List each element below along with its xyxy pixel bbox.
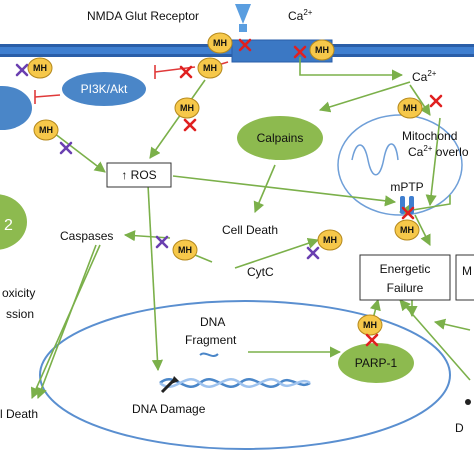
red-x-icon <box>183 118 197 132</box>
glutamate-arrow-icon <box>235 4 251 32</box>
mh-molecule[interactable]: MH <box>197 57 223 79</box>
cell-death-left-label: l Death <box>0 407 38 421</box>
failure-label: Failure <box>387 281 424 295</box>
left-green-node[interactable] <box>0 194 27 250</box>
mh-label: MH <box>178 245 192 255</box>
mh-molecule[interactable]: MH <box>27 57 53 79</box>
purple-x-icon <box>59 141 73 155</box>
mh-label: MH <box>213 38 227 48</box>
red-x-icon <box>238 38 252 52</box>
ros-box[interactable] <box>106 162 172 188</box>
right-bottom-label: D <box>455 421 464 435</box>
cell-death-label: Cell Death <box>222 223 278 237</box>
dna-helix <box>159 352 311 388</box>
cytc-label: CytC <box>247 265 274 279</box>
mh-molecule[interactable]: MH <box>357 314 383 336</box>
excitotoxicity-label: oxicity <box>2 286 35 300</box>
red-x-icon <box>365 333 379 347</box>
mito-label-2: Ca2+ overlo <box>408 144 469 159</box>
energetic-failure-box[interactable] <box>359 254 451 301</box>
mito-label-1: Mitochond <box>402 129 457 143</box>
suppression-label: ssion <box>6 307 34 321</box>
mh-molecule[interactable]: MH <box>317 229 343 251</box>
red-x-icon <box>179 65 193 79</box>
dna-damage-label: DNA Damage <box>132 402 206 416</box>
mh-molecule[interactable]: MH <box>397 97 423 119</box>
calpains-node[interactable] <box>237 116 323 160</box>
mh-label: MH <box>33 63 47 73</box>
right-bottom-dot <box>465 399 471 405</box>
mh-molecule[interactable]: MH <box>33 119 59 141</box>
pi3k-akt-label: PI3K/Akt <box>81 82 128 96</box>
mh-molecule[interactable]: MH <box>394 219 420 241</box>
mh-label: MH <box>315 45 329 55</box>
purple-x-icon <box>15 63 29 77</box>
red-x-icon <box>293 45 307 59</box>
mh-molecule[interactable]: MH <box>309 39 335 61</box>
pi3k-akt-node[interactable] <box>62 72 146 106</box>
block-markers <box>15 38 443 347</box>
dna-fragment-label-2: Fragment <box>185 333 237 347</box>
mh-molecules: MH MH MH MH MH MH MH MH MH MH MH <box>27 32 423 336</box>
mh-label: MH <box>403 103 417 113</box>
right-partial-label: M <box>462 264 472 278</box>
mh-molecule[interactable]: MH <box>174 97 200 119</box>
caspases-label: Caspases <box>60 229 113 243</box>
cell-membrane <box>0 39 474 63</box>
purple-x-icon <box>306 246 320 260</box>
right-partial-box[interactable] <box>455 254 474 301</box>
calpains-label: Calpains <box>257 131 304 145</box>
nucleus <box>39 300 451 450</box>
scissor-cut-icon <box>160 376 179 394</box>
mh-label: MH <box>363 320 377 330</box>
red-x-icon <box>401 206 415 220</box>
left-node-label: 2 <box>4 217 13 234</box>
mh-molecule[interactable]: MH <box>207 32 233 54</box>
left-node-partial[interactable] <box>0 86 32 130</box>
ca-mid-label: Ca2+ <box>412 69 437 84</box>
mh-molecule[interactable]: MH <box>172 239 198 261</box>
energetic-label: Energetic <box>380 262 431 276</box>
mh-label: MH <box>39 125 53 135</box>
parp1-node[interactable] <box>338 343 414 383</box>
dna-fragment-label-1: DNA <box>200 315 225 329</box>
purple-x-icon <box>155 235 169 249</box>
mptp-label: mPTP <box>390 180 423 194</box>
ca-top-label: Ca2+ <box>288 8 313 23</box>
ros-label: ↑ ROS <box>121 168 156 182</box>
mh-label: MH <box>400 225 414 235</box>
mh-label: MH <box>203 63 217 73</box>
nmda-label: NMDA Glut Receptor <box>87 9 199 23</box>
mh-label: MH <box>180 103 194 113</box>
mh-label: MH <box>323 235 337 245</box>
signal-arrows <box>30 57 471 400</box>
parp1-label: PARP-1 <box>355 356 398 370</box>
red-x-icon <box>429 94 443 108</box>
